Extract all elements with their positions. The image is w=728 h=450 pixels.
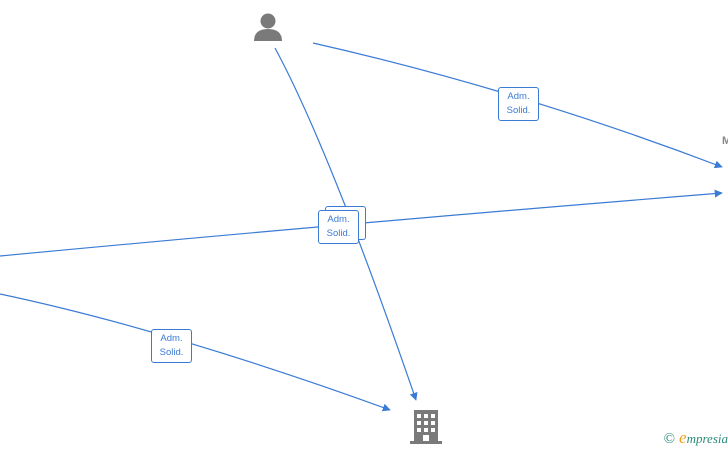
edge-label-line2: Solid. bbox=[326, 228, 351, 239]
edge-label-line2: Solid. bbox=[506, 105, 531, 116]
edge-label-line1: Adm. bbox=[327, 214, 350, 225]
edge-label-line2: Solid. bbox=[159, 347, 184, 358]
edge-label-person-company: Adm. Solid. bbox=[318, 210, 359, 244]
edge-label-line1: Adm. bbox=[160, 333, 183, 344]
edge-label-left-company: Adm. Solid. bbox=[151, 329, 192, 363]
person-icon[interactable] bbox=[254, 13, 282, 42]
building-icon[interactable] bbox=[410, 410, 442, 444]
brand-initial: e bbox=[679, 428, 687, 447]
edge-left-to-company bbox=[0, 293, 391, 412]
edge-label-person-right: Adm. Solid. bbox=[498, 87, 539, 121]
brand-name: mpresia bbox=[686, 431, 728, 446]
empresia-watermark: ©empresia bbox=[664, 428, 728, 448]
copyright-symbol: © bbox=[663, 431, 676, 447]
right-node-caption: M bbox=[722, 135, 728, 147]
edge-person-to-company bbox=[274, 47, 418, 401]
edge-label-line1: Adm. bbox=[507, 91, 530, 102]
